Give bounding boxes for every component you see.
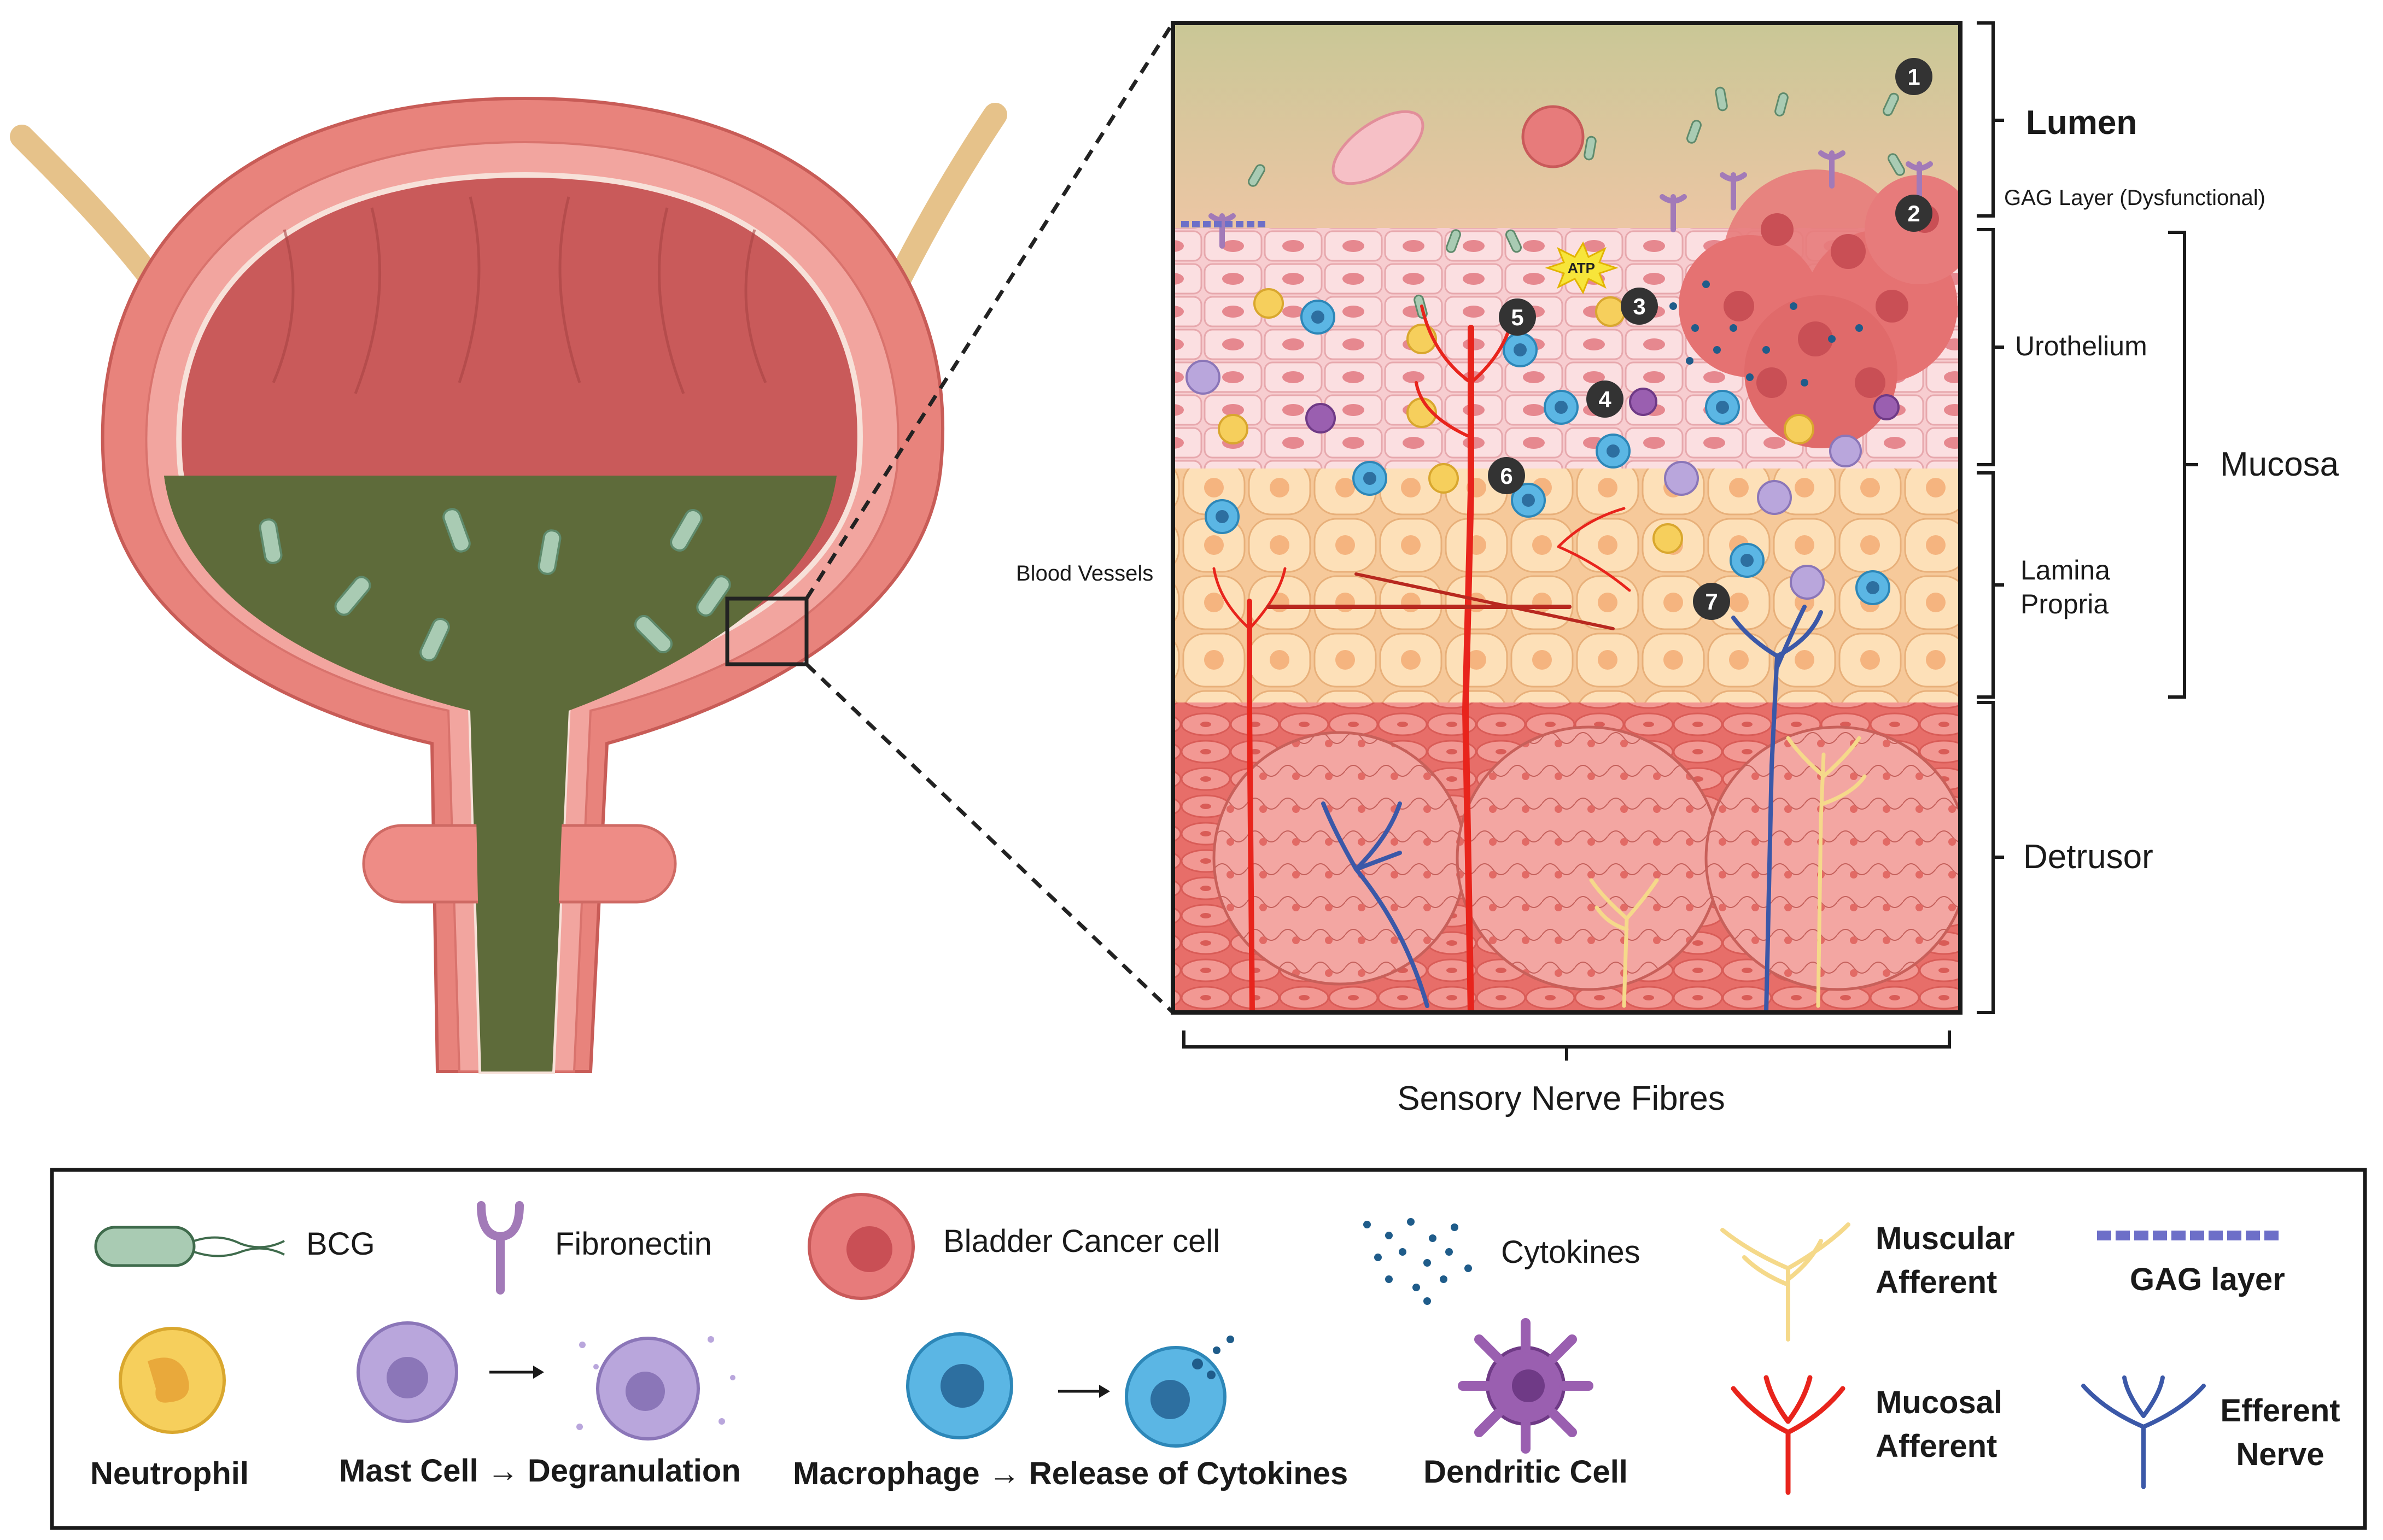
mast-cells [1185, 360, 1862, 600]
mucosal-folds [272, 196, 767, 394]
panel-frame [1171, 21, 1963, 1015]
legend-efferent-nerve-line1: Efferent [2220, 1393, 2340, 1428]
legend-muscular-afferent-line1: Muscular [1876, 1221, 2015, 1256]
lumen-label: Lumen [2026, 104, 2137, 142]
legend-fibronectin: Fibronectin [555, 1226, 712, 1262]
gag-layer-label: GAG Layer (Dysfunctional) [2004, 186, 2265, 210]
step-badge-3: 3 [1621, 288, 1658, 325]
neutrophils [1218, 288, 1814, 554]
macrophage-releasing-cytokines-icon [1125, 1336, 1234, 1448]
urethra-urine [476, 787, 563, 1071]
svg-text:1: 1 [1907, 64, 1920, 90]
mucosa-bracket [2168, 231, 2198, 699]
neutrophil-icon [119, 1327, 226, 1434]
bcg-bacteria [1248, 86, 1905, 319]
muscle-bundle [1704, 725, 1960, 991]
efferent-nerves [1321, 605, 1823, 1012]
detrusor-label: Detrusor [2023, 838, 2153, 876]
step-badges: 1 2 3 4 5 6 7 [1488, 58, 1932, 620]
svg-text:7: 7 [1705, 589, 1718, 614]
mucosa-label: Mucosa [2220, 446, 2339, 483]
blood-vessels-label: Blood Vessels [1016, 561, 1153, 585]
svg-text:2: 2 [1907, 201, 1920, 226]
bladder-illustration [10, 22, 1175, 1074]
blood-vessels [1212, 305, 1631, 1012]
legend-muscular-afferent-line2: Afferent [1876, 1264, 1997, 1300]
degranulating-mast-cell-icon [576, 1336, 735, 1441]
legend-bladder-cancer-cell: Bladder Cancer cell [943, 1223, 1220, 1259]
step-badge-5: 5 [1499, 298, 1536, 336]
urothelium-bracket [1977, 228, 2004, 466]
zoom-box [725, 596, 809, 666]
fibronectin-icon [477, 1201, 524, 1295]
legend-efferent-nerve-line2: Nerve [2236, 1437, 2324, 1472]
bladder-wall-section: ATP [1173, 23, 1960, 1012]
zoom-line-bottom [805, 663, 1175, 1014]
immune-cells [1185, 288, 1900, 605]
mast-cell-icon [357, 1321, 458, 1423]
lamina-bracket [1977, 471, 2004, 699]
shed-urothelial-cell [1331, 110, 1424, 185]
muscular-afferents [1589, 736, 1867, 1008]
step-badge-1: 1 [1895, 58, 1932, 95]
legend: BCG Fibronectin Bladder Cancer cell Cyto… [50, 1168, 2367, 1530]
lamina-label-line2: Propria [2020, 589, 2109, 619]
legend-mucosal-afferent-line2: Afferent [1876, 1428, 1997, 1464]
bcg-icon [94, 1226, 285, 1267]
step-badge-2: 2 [1895, 195, 1932, 232]
muscular-afferent-icon [1720, 1222, 1850, 1342]
legend-macrophage-release: Macrophage → Release of Cytokines [793, 1456, 1348, 1491]
cytokines-icon [1363, 1218, 1472, 1305]
zoom-line-top [805, 22, 1175, 600]
bladder-cancer-cell-icon [808, 1193, 915, 1300]
legend-neutrophil: Neutrophil [90, 1456, 249, 1491]
arrow-icon [1058, 1385, 1110, 1398]
sensory-bracket [1182, 1030, 1951, 1061]
bcg-in-urine [259, 508, 731, 661]
dendritic-cell-icon [1458, 1318, 1593, 1454]
muscle-bundle [1456, 725, 1721, 991]
legend-gag-layer: GAG layer [2130, 1262, 2285, 1297]
mucosal-afferent-icon [1731, 1375, 1845, 1495]
detrusor-bracket [1977, 701, 2004, 1014]
step-badge-7: 7 [1693, 583, 1730, 620]
lamina-label-line1: Lamina [2020, 555, 2110, 585]
arrow-icon [489, 1366, 544, 1379]
legend-bcg: BCG [306, 1226, 375, 1262]
right-ureter [885, 103, 1007, 296]
atp-label: ATP [1568, 260, 1595, 276]
lumen-bracket [1977, 21, 2004, 218]
efferent-nerve-icon [2081, 1375, 2206, 1489]
step-badge-4: 4 [1586, 380, 1623, 418]
legend-mucosal-afferent-line1: Mucosal [1876, 1385, 2002, 1420]
urothelium-label: Urothelium [2015, 331, 2147, 361]
fibronectin-receptors [1208, 150, 1933, 249]
lamina-propria-region [1173, 469, 1960, 702]
svg-text:5: 5 [1511, 305, 1523, 330]
svg-text:6: 6 [1500, 463, 1512, 489]
atp-burst: ATP [1545, 241, 1619, 295]
legend-cytokines: Cytokines [1501, 1234, 1640, 1270]
sensory-nerve-fibres-label: Sensory Nerve Fibres [1397, 1080, 1725, 1117]
macrophage-icon [906, 1332, 1013, 1439]
svg-text:3: 3 [1633, 294, 1645, 319]
svg-text:4: 4 [1598, 387, 1611, 412]
floating-cancer-cell [1521, 105, 1585, 168]
layer-brackets [1182, 21, 2198, 1061]
cytokines-cluster [1669, 280, 1863, 387]
dendritic-cells [1305, 388, 1900, 434]
legend-mast-cell-degranulation: Mast Cell → Degranulation [339, 1453, 741, 1489]
legend-dendritic-cell: Dendritic Cell [1423, 1454, 1628, 1490]
step-badge-6: 6 [1488, 457, 1525, 494]
